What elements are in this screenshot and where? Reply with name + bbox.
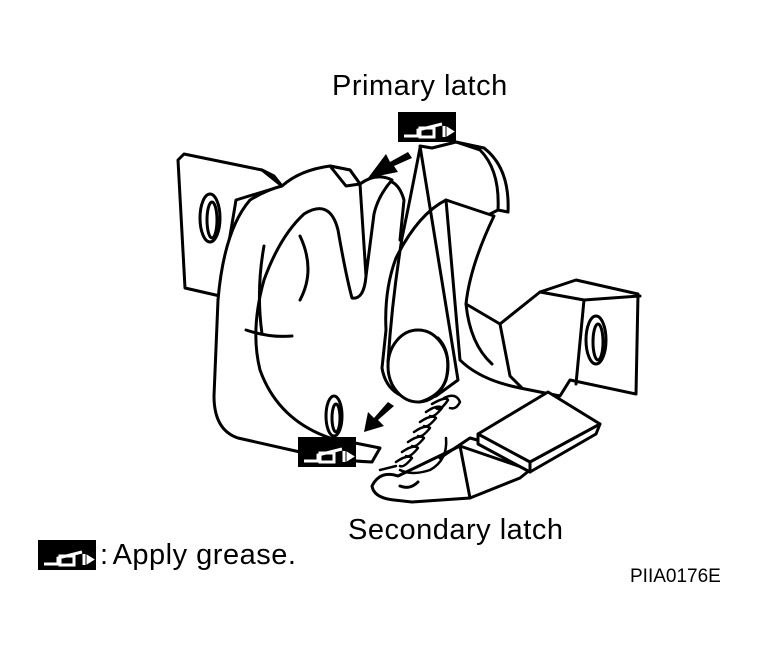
latch-body: [212, 164, 382, 464]
lower-slot: [324, 394, 344, 438]
right-mounting-flange: [444, 198, 640, 398]
primary-grease-marker: [398, 112, 456, 142]
legend: : Apply grease.: [38, 536, 296, 574]
secondary-latch-label: Secondary latch: [348, 514, 564, 546]
legend-separator: :: [100, 538, 109, 571]
grease-symbol-icon: [38, 540, 96, 570]
secondary-latch-arrow: [364, 402, 394, 432]
secondary-grease-marker: [298, 437, 356, 467]
figure-code: PIIA0176E: [630, 566, 721, 587]
spring: [378, 394, 462, 475]
left-bolt-hole: [198, 192, 222, 244]
right-bolt-hole: [584, 314, 608, 366]
primary-latch-label: Primary latch: [332, 70, 508, 102]
legend-text: Apply grease.: [112, 538, 297, 571]
primary-latch-arrow: [368, 152, 412, 178]
left-mounting-flange: [176, 152, 284, 298]
